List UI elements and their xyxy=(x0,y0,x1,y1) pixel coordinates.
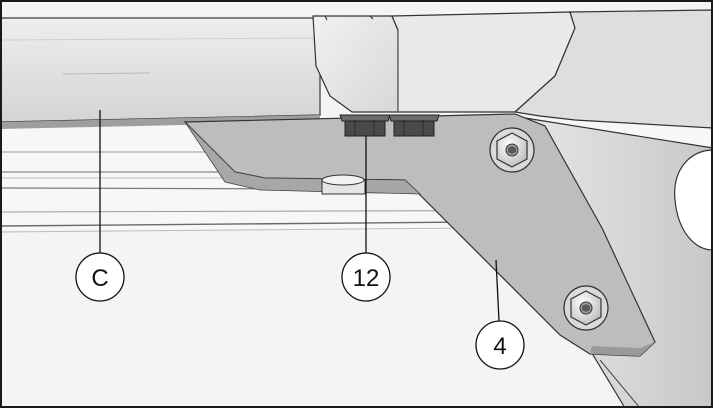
callout-c: C xyxy=(75,252,125,302)
leader-lines xyxy=(99,110,500,322)
callout-4-label: 4 xyxy=(493,333,506,360)
callout-12-label: 12 xyxy=(353,265,380,292)
hex-bolt-lower xyxy=(563,285,609,331)
upper-cap xyxy=(312,9,713,129)
callout-c-label: C xyxy=(91,265,108,292)
hex-bolt-upper xyxy=(489,127,535,173)
beam-c xyxy=(0,17,321,129)
callout-4: 4 xyxy=(475,320,525,370)
bracket-4 xyxy=(183,113,656,357)
callout-12: 12 xyxy=(341,252,391,302)
lower-nut xyxy=(321,174,366,195)
hex-nuts-12 xyxy=(339,114,440,137)
